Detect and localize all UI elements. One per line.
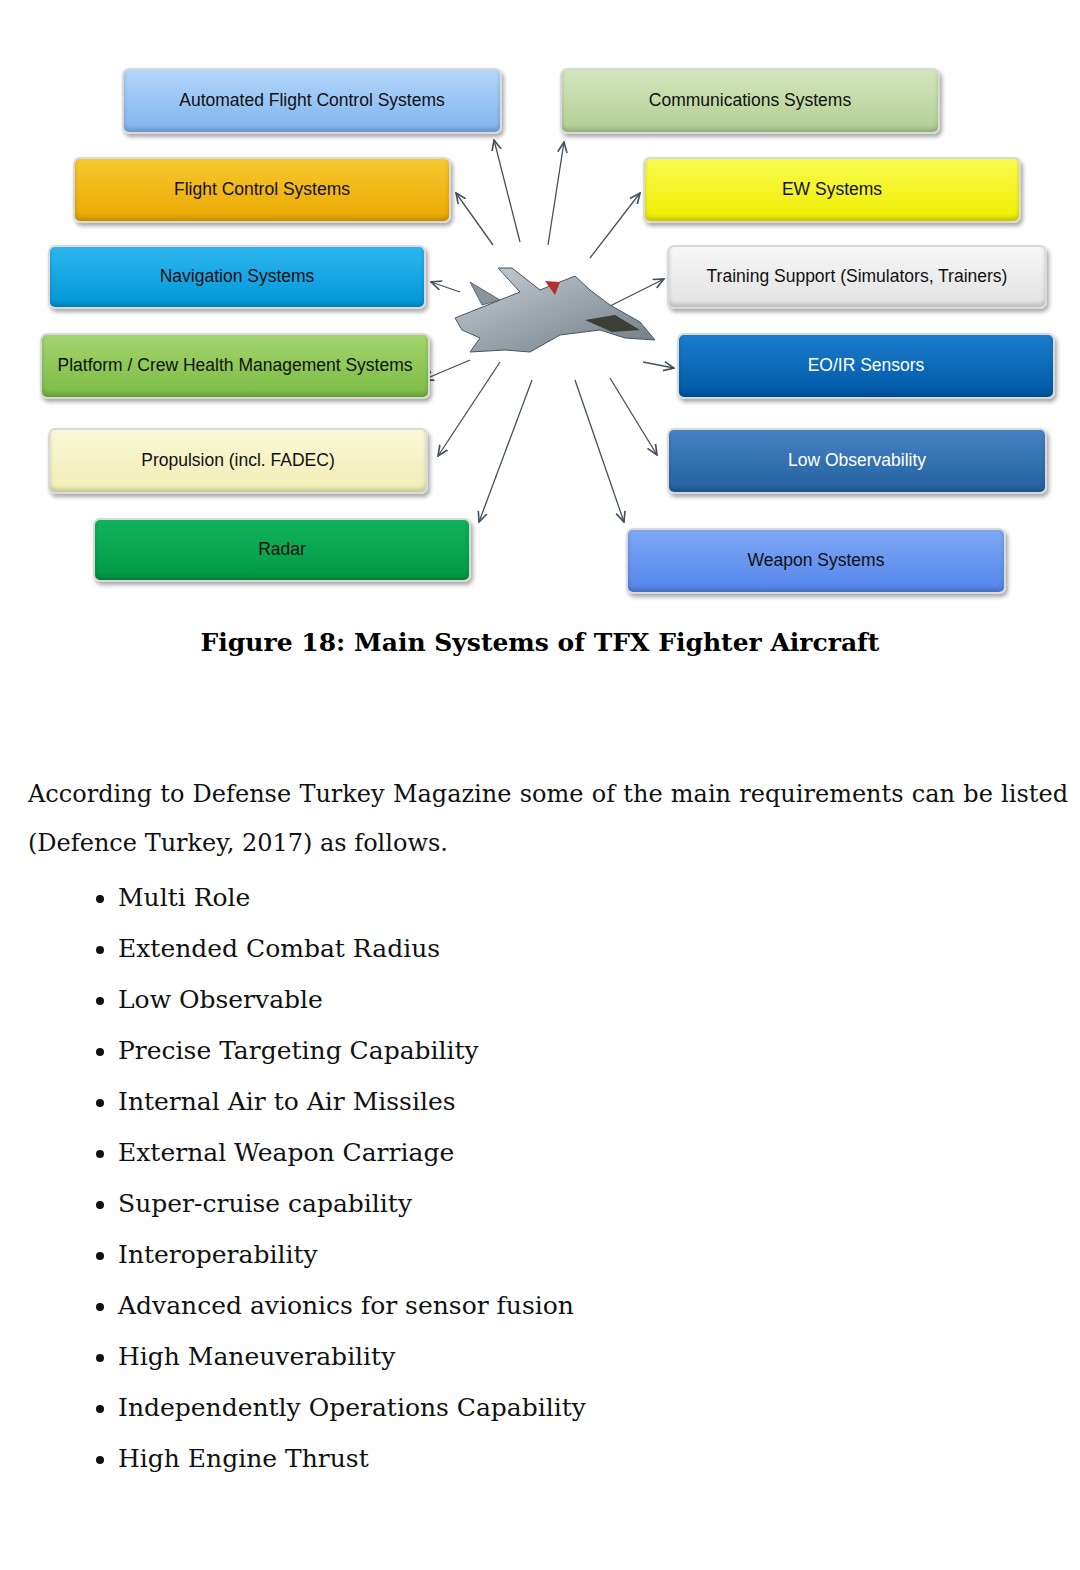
system-label: Radar [246, 537, 318, 562]
system-label: Low Observability [776, 448, 938, 473]
system-box: EO/IR Sensors [677, 333, 1055, 399]
system-box: Flight Control Systems [73, 157, 451, 223]
system-label: Automated Flight Control Systems [167, 88, 457, 113]
system-box: Communications Systems [560, 68, 940, 134]
system-label: EW Systems [770, 177, 894, 202]
requirement-item: Super-cruise capability [118, 1178, 1068, 1229]
system-box: Navigation Systems [48, 245, 426, 309]
fighter-jet [455, 268, 655, 352]
requirement-item: High Engine Thrust [118, 1433, 1068, 1484]
system-label: Platform / Crew Health Management System… [46, 353, 425, 378]
requirement-item: Low Observable [118, 974, 1068, 1025]
requirement-item: Extended Combat Radius [118, 923, 1068, 974]
system-label: Communications Systems [637, 88, 863, 113]
system-box: Weapon Systems [626, 528, 1006, 594]
requirement-item: Interoperability [118, 1229, 1068, 1280]
system-label: Propulsion (incl. FADEC) [129, 448, 347, 473]
system-box: Automated Flight Control Systems [122, 68, 502, 134]
system-box: EW Systems [643, 157, 1021, 223]
requirement-item: Multi Role [118, 872, 1068, 923]
system-label: Weapon Systems [736, 548, 897, 573]
system-label: Flight Control Systems [162, 177, 362, 202]
system-box: Training Support (Simulators, Trainers) [667, 245, 1047, 309]
body-paragraph: According to Defense Turkey Magazine som… [28, 780, 1068, 857]
system-box: Radar [93, 518, 471, 582]
requirement-item: High Maneuverability [118, 1331, 1068, 1382]
requirement-item: Advanced avionics for sensor fusion [118, 1280, 1068, 1331]
system-box: Platform / Crew Health Management System… [40, 333, 430, 399]
requirement-item: Independently Operations Capability [118, 1382, 1068, 1433]
system-box: Propulsion (incl. FADEC) [48, 428, 428, 494]
system-label: Training Support (Simulators, Trainers) [695, 264, 1020, 289]
system-label: EO/IR Sensors [796, 353, 937, 378]
system-box: Low Observability [667, 428, 1047, 494]
requirement-item: Internal Air to Air Missiles [118, 1076, 1068, 1127]
requirement-item: External Weapon Carriage [118, 1127, 1068, 1178]
figure-caption: Figure 18: Main Systems of TFX Fighter A… [0, 628, 1080, 657]
system-label: Navigation Systems [148, 264, 327, 289]
requirement-item: Precise Targeting Capability [118, 1025, 1068, 1076]
leader-arrows [423, 140, 674, 522]
